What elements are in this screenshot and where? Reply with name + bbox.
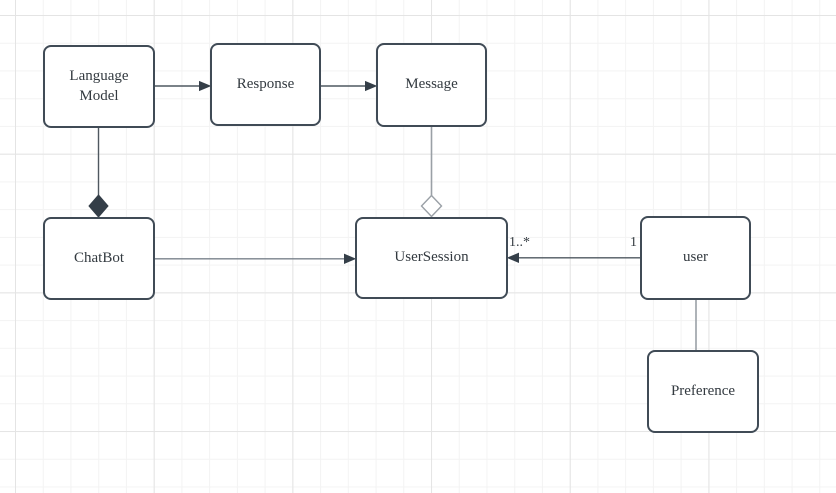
node-label: Preference	[670, 382, 736, 399]
node-message[interactable]: Message	[376, 43, 487, 127]
multiplicity-label-source[interactable]: 1	[630, 235, 637, 250]
node-label: Response	[236, 75, 295, 92]
edge-chatbot-to-usersession[interactable]	[155, 253, 357, 264]
node-label: Language Model	[69, 68, 129, 104]
node-language-model[interactable]: Language Model	[43, 45, 155, 128]
arrowhead-icon	[344, 253, 357, 264]
multiplicity-label-target[interactable]: 1..*	[509, 235, 530, 250]
node-user-session[interactable]: UserSession	[355, 217, 508, 299]
node-response[interactable]: Response	[210, 43, 321, 126]
edge-usersession-aggregates-message[interactable]	[420, 127, 443, 218]
arrowhead-icon	[199, 80, 212, 92]
arrowhead-icon	[506, 252, 519, 263]
node-label: ChatBot	[73, 249, 124, 266]
node-user[interactable]: user	[640, 216, 751, 300]
aggregation-diamond-icon	[420, 194, 443, 218]
node-label: Message	[405, 76, 458, 93]
node-label: UserSession	[394, 249, 469, 266]
edge-chatbot-composes-language-model[interactable]	[88, 128, 109, 218]
edge-user-to-usersession[interactable]	[506, 252, 640, 263]
edge-language-model-to-response[interactable]	[155, 80, 212, 92]
arrowhead-icon	[365, 80, 378, 92]
node-preference[interactable]: Preference	[647, 350, 759, 433]
node-label: user	[683, 249, 708, 266]
edge-response-to-message[interactable]	[321, 80, 378, 92]
composition-diamond-icon	[88, 194, 109, 218]
node-chatbot[interactable]: ChatBot	[43, 217, 155, 300]
